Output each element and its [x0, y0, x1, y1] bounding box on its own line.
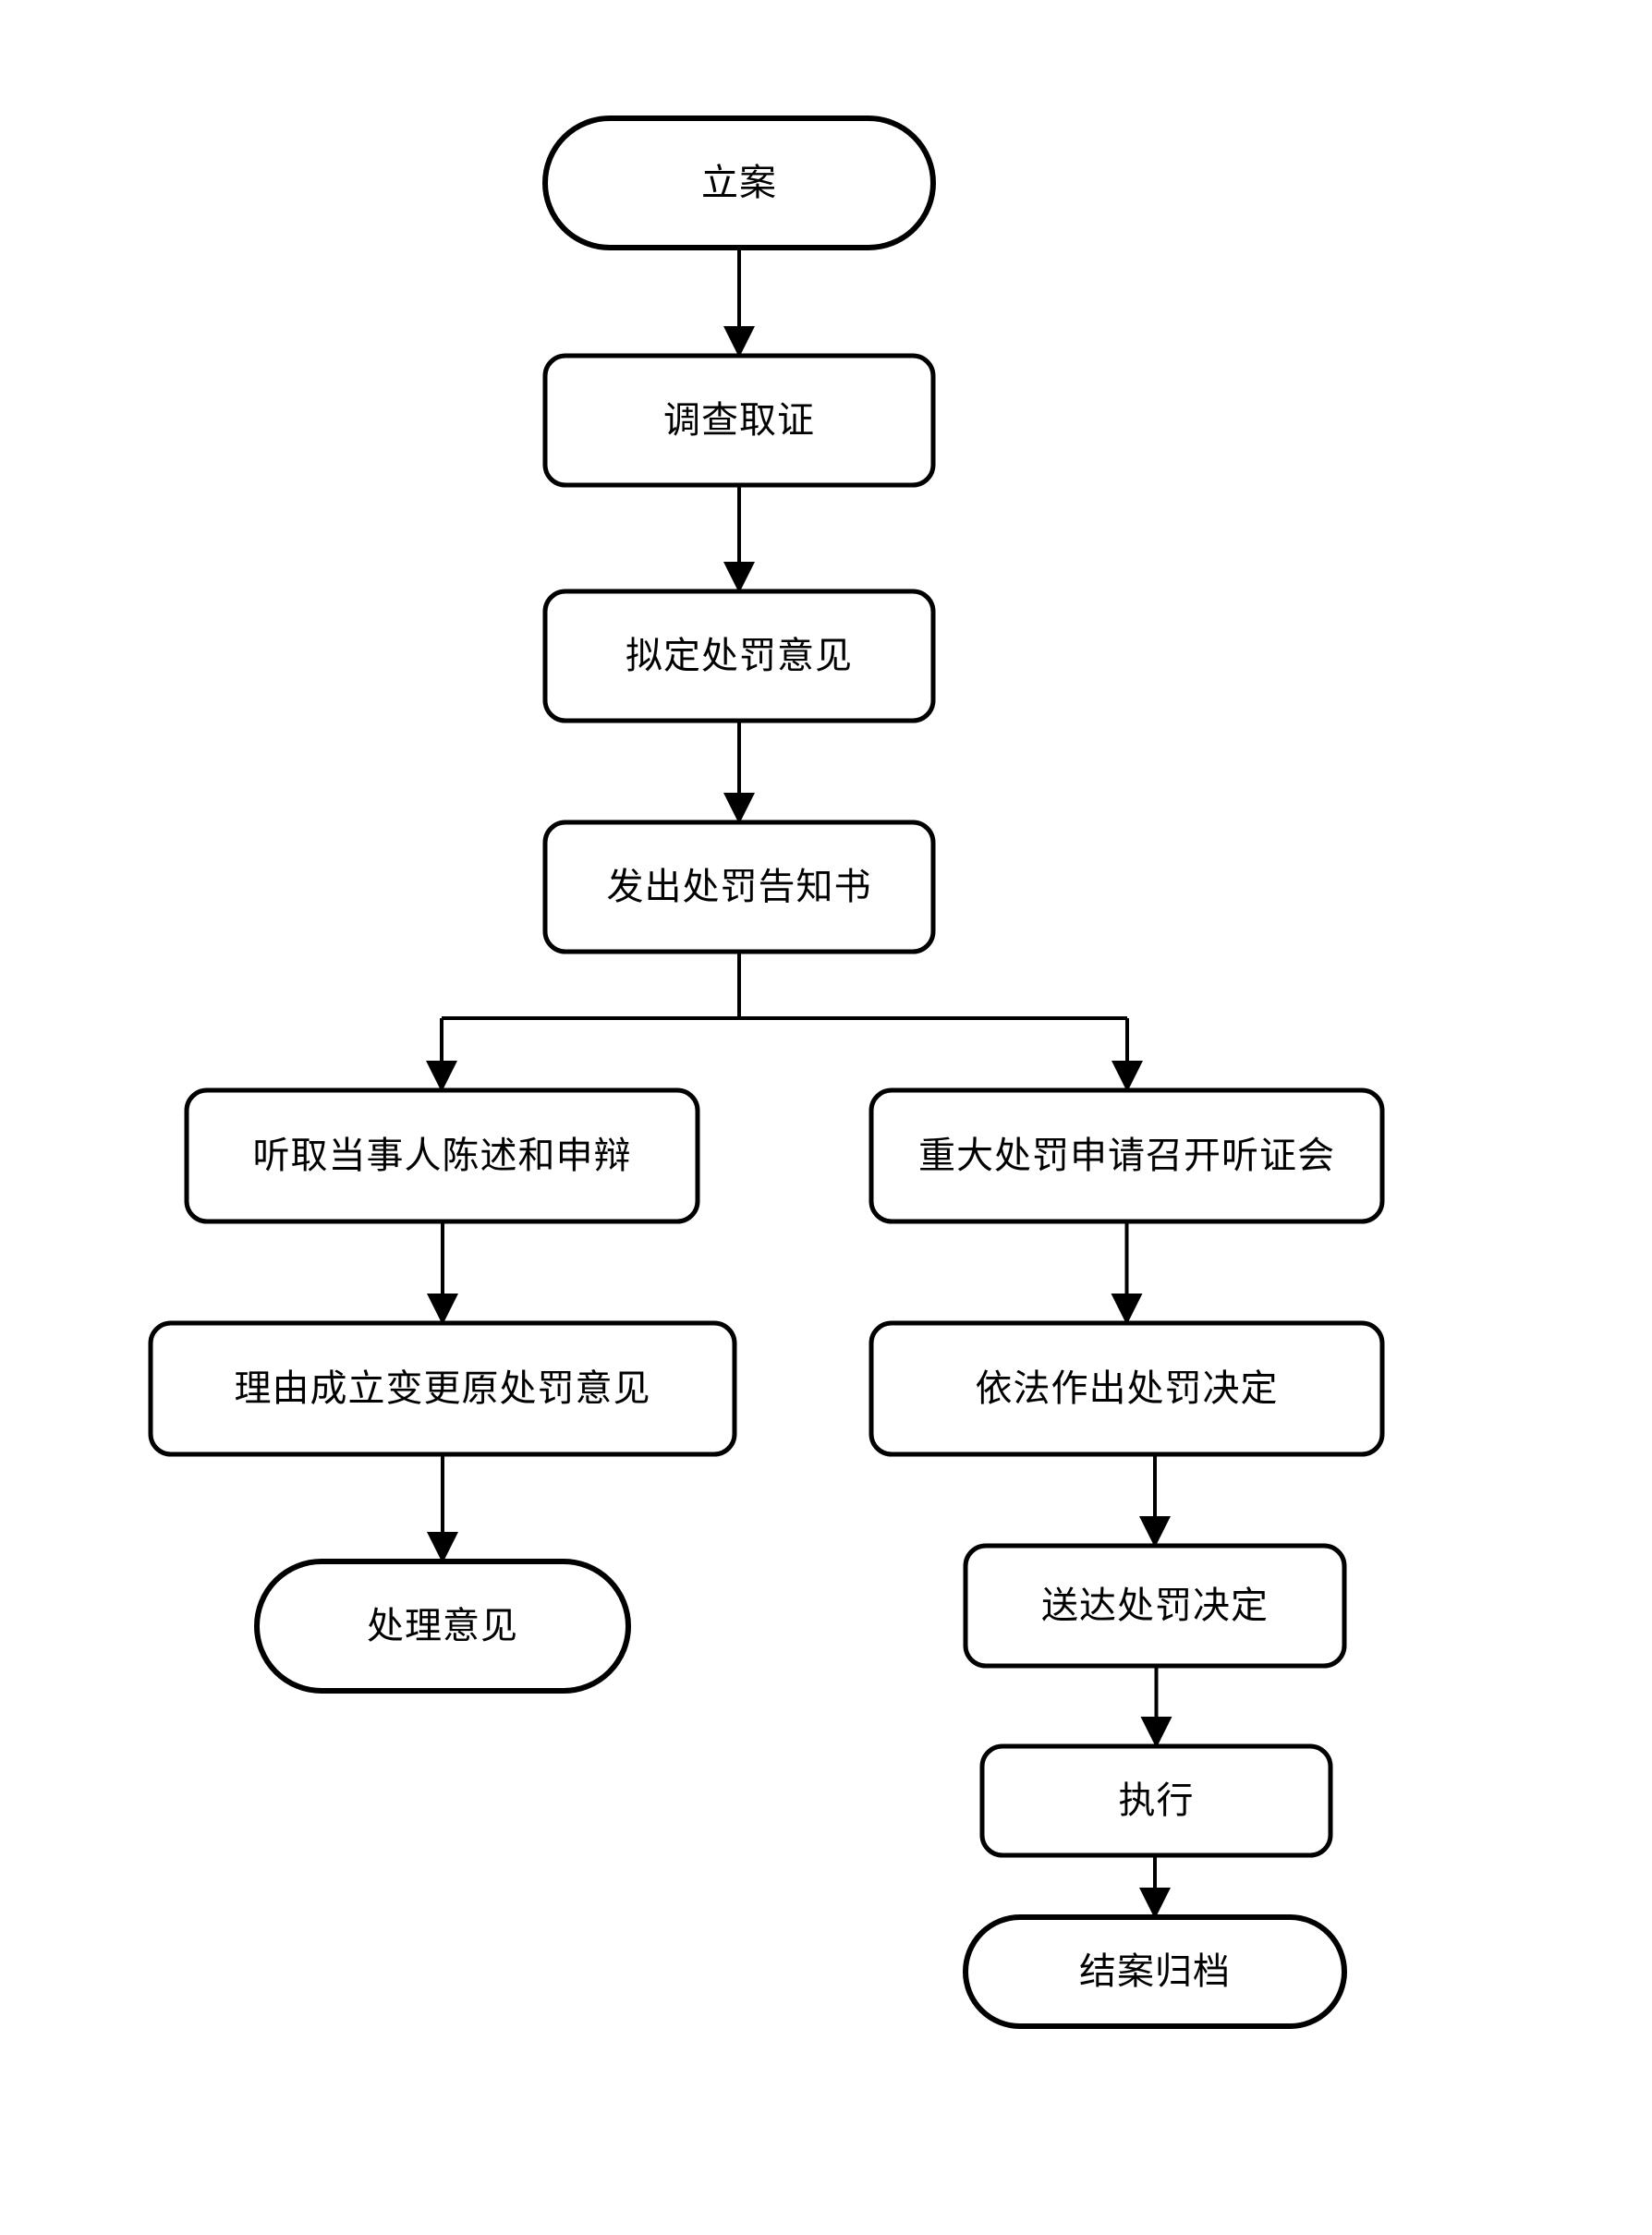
flow-node-n11[interactable]: 执行	[979, 1743, 1333, 1858]
terminator-shape	[254, 1559, 631, 1694]
flow-node-n3[interactable]: 拟定处罚意见	[542, 589, 936, 723]
edge-n2-to-n3	[723, 485, 755, 593]
flow-node-label: 处理意见	[367, 1605, 518, 1647]
process-shape	[963, 1543, 1347, 1669]
arrow-head-icon	[1139, 1888, 1171, 1919]
flow-node-n7[interactable]: 理由成立变更原处罚意见	[148, 1320, 737, 1457]
edge-n1-to-n2	[723, 248, 755, 358]
process-shape	[869, 1320, 1385, 1457]
edges-layer	[426, 248, 1172, 1919]
process-shape	[979, 1743, 1333, 1858]
flow-node-label: 依法作出处罚决定	[976, 1367, 1279, 1410]
arrow-head-icon	[1140, 1717, 1172, 1748]
flow-node-n2[interactable]: 调查取证	[542, 353, 936, 488]
flow-node-label: 执行	[1119, 1779, 1195, 1822]
edge-n4-to-n6	[737, 952, 1143, 1092]
flow-node-n1[interactable]: 立案	[542, 115, 936, 250]
edge-n5-to-n7	[427, 1221, 458, 1325]
flow-node-label: 送达处罚决定	[1041, 1585, 1269, 1627]
flow-node-n9[interactable]: 处理意见	[254, 1559, 631, 1694]
process-shape	[148, 1320, 737, 1457]
flow-node-label: 听取当事人陈述和申辩	[253, 1135, 632, 1177]
flow-node-n6[interactable]: 重大处罚申请召开听证会	[869, 1087, 1385, 1224]
arrow-head-icon	[426, 1061, 457, 1092]
edge-n8-to-n10	[1139, 1454, 1171, 1548]
edge-n3-to-n4	[723, 721, 755, 824]
arrow-head-icon	[1111, 1061, 1143, 1092]
arrow-head-icon	[1111, 1294, 1143, 1325]
flow-node-n10[interactable]: 送达处罚决定	[963, 1543, 1347, 1669]
flow-node-label: 拟定处罚意见	[626, 635, 853, 677]
edge-n11-to-n12	[1139, 1855, 1171, 1919]
flow-node-n4[interactable]: 发出处罚告知书	[542, 820, 936, 954]
flow-node-label: 调查取证	[663, 399, 815, 442]
process-shape	[869, 1087, 1385, 1224]
edge-n7-to-n9	[427, 1454, 458, 1563]
flow-node-n8[interactable]: 依法作出处罚决定	[869, 1320, 1385, 1457]
flow-node-label: 发出处罚告知书	[607, 866, 872, 908]
arrow-head-icon	[723, 562, 755, 593]
arrow-head-icon	[723, 326, 755, 358]
edge-line	[440, 952, 741, 1063]
edge-n4-to-n5	[426, 952, 741, 1092]
flow-node-n12[interactable]: 结案归档	[963, 1914, 1347, 2029]
arrow-head-icon	[1139, 1516, 1171, 1548]
process-shape	[184, 1087, 700, 1224]
edge-n6-to-n8	[1111, 1221, 1143, 1325]
terminator-shape	[963, 1914, 1347, 2029]
terminator-shape	[542, 115, 936, 250]
flow-node-n5[interactable]: 听取当事人陈述和申辩	[184, 1087, 700, 1224]
flow-node-label: 结案归档	[1079, 1950, 1231, 1993]
arrow-head-icon	[427, 1294, 458, 1325]
flow-node-label: 重大处罚申请召开听证会	[918, 1135, 1335, 1177]
flow-node-label: 理由成立变更原处罚意见	[235, 1367, 651, 1410]
process-shape	[542, 353, 936, 488]
process-shape	[542, 820, 936, 954]
flow-node-label: 立案	[701, 162, 777, 204]
process-shape	[542, 589, 936, 723]
arrow-head-icon	[427, 1532, 458, 1563]
edge-line	[737, 952, 1129, 1063]
arrow-head-icon	[723, 793, 755, 824]
edge-n10-to-n11	[1140, 1666, 1172, 1748]
